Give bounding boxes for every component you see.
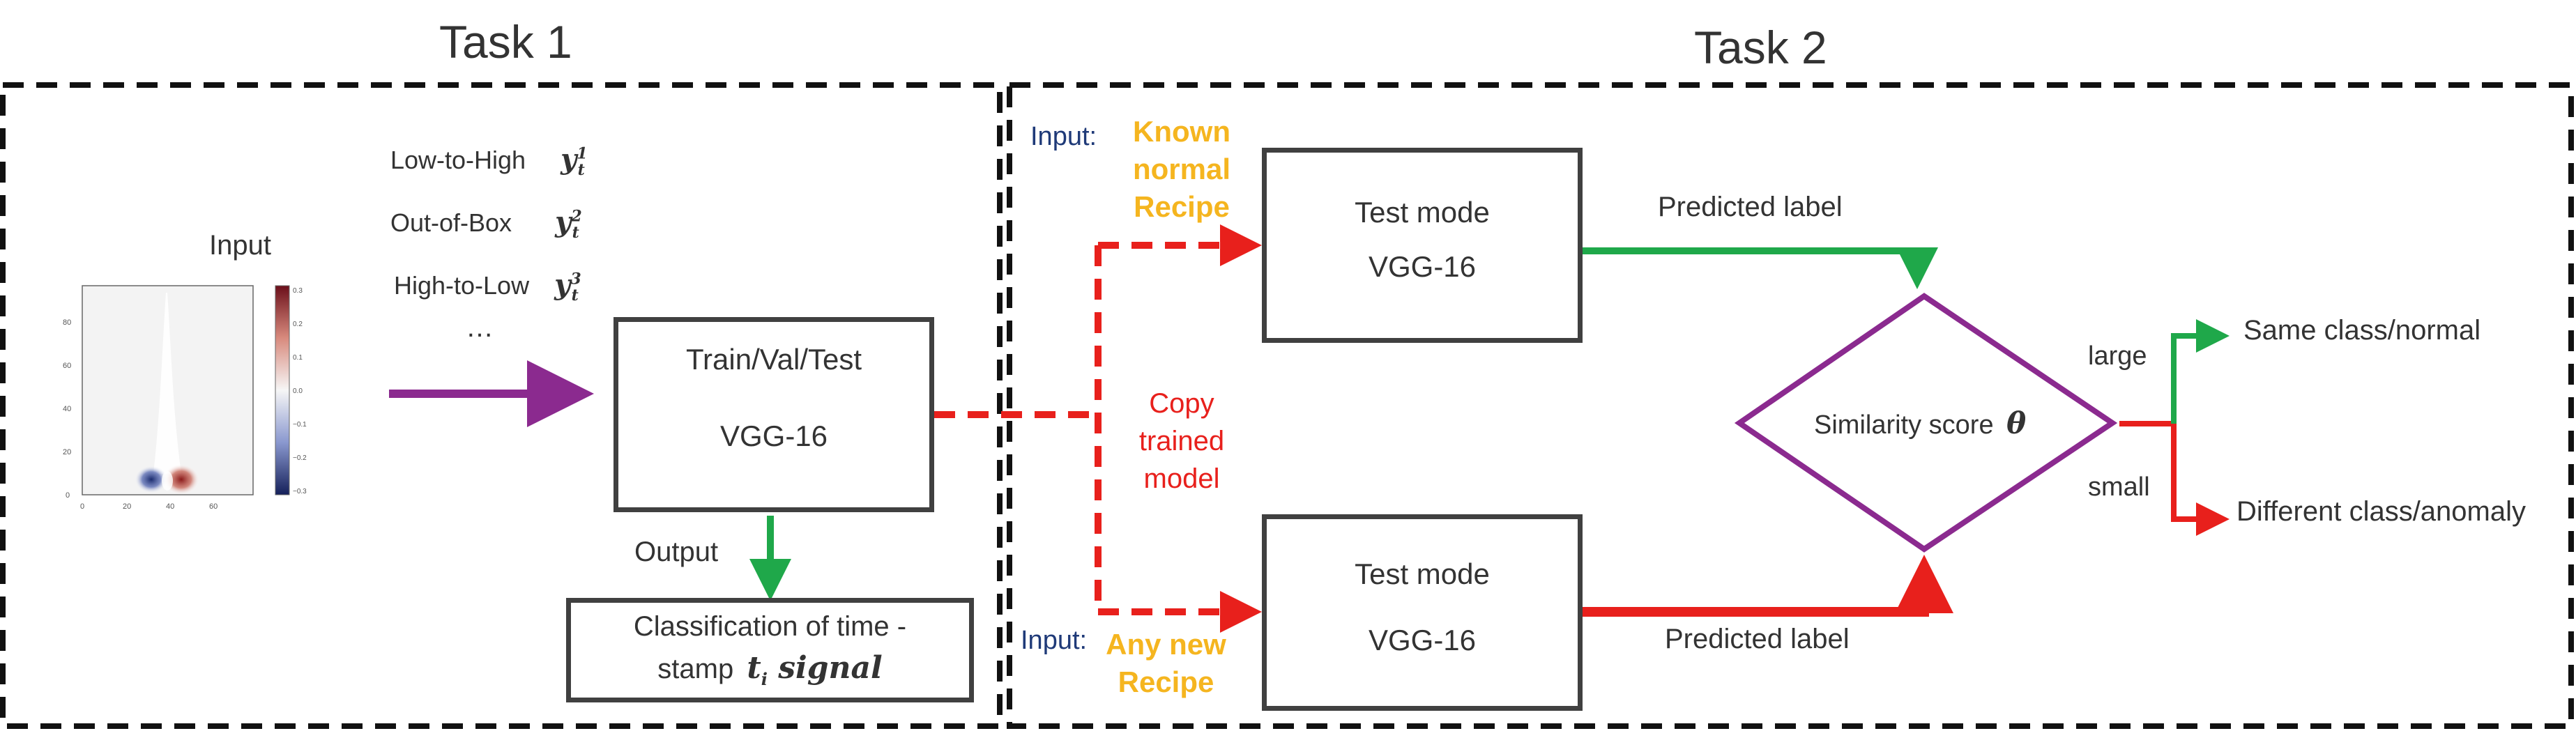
cbar-tick: −0.2 [293, 454, 307, 462]
train-box: Train/Val/Test VGG-16 [613, 317, 934, 512]
ellipsis: … [466, 312, 494, 343]
x-tick: 20 [123, 502, 131, 511]
class-name: High-to-Low [394, 271, 530, 300]
heatmap-panel: 0 20 40 60 80 0 20 40 60 0.3 0.2 0.1 0.0… [49, 272, 321, 523]
x-tick: 60 [209, 502, 218, 511]
train-box-line2: VGG-16 [719, 420, 828, 452]
y-tick: 0 [66, 491, 70, 500]
predicted-label-top: Predicted label [1658, 192, 1843, 222]
y-ticks: 0 20 40 60 80 [63, 318, 71, 500]
task2-frame [1007, 82, 2574, 729]
similarity-label: Similarity score θ [1814, 406, 2027, 440]
top-predicted-path [1583, 247, 1938, 289]
test-box-bottom-line2: VGG-16 [1368, 624, 1477, 656]
task2-title: Task 2 [1694, 22, 1827, 73]
colorbar-ticks: 0.3 0.2 0.1 0.0 −0.1 −0.2 −0.3 [293, 287, 307, 495]
different-class-label: Different class/anomaly [2236, 496, 2526, 527]
x-ticks: 0 20 40 60 [80, 502, 218, 511]
cbar-tick: −0.3 [293, 488, 307, 495]
bottom-predicted-path [1583, 555, 1953, 617]
y-tick: 60 [63, 362, 71, 370]
large-label: large [2088, 341, 2147, 371]
cbar-tick: 0.1 [293, 354, 303, 362]
input-label: Input [209, 230, 271, 261]
test-box-bottom: Test mode VGG-16 [1262, 514, 1583, 711]
heatmap-blue-blob [135, 465, 168, 493]
classification-line2: stamp ti signal [657, 650, 883, 689]
predicted-label-bottom: Predicted label [1665, 624, 1850, 654]
task1-frame [0, 82, 1003, 729]
similarity-diamond [1734, 293, 2118, 553]
classification-line1: Classification of time - [633, 611, 907, 642]
heatmap-streak [153, 293, 181, 474]
class-symbol: y3t [554, 268, 581, 305]
same-class-label: Same class/normal [2243, 315, 2481, 346]
input-prefix-bottom: Input: [1021, 626, 1088, 655]
class-name: Low-to-High [390, 146, 526, 174]
class-label-2: Out-of-Box y2t [390, 206, 582, 242]
cbar-tick: 0.3 [293, 287, 303, 295]
train-box-line1: Train/Val/Test [685, 343, 862, 376]
task1-title: Task 1 [439, 16, 572, 68]
test-box-top-line2: VGG-16 [1368, 250, 1477, 283]
test-box-top-line1: Test mode [1355, 196, 1490, 229]
known-recipe-label: Known normal Recipe [1132, 115, 1231, 223]
cbar-tick: 0.0 [293, 387, 303, 395]
test-box-top: Test mode VGG-16 [1262, 148, 1583, 343]
heatmap-red-blob [163, 464, 199, 495]
heatmap-svg: 0 20 40 60 80 0 20 40 60 0.3 0.2 0.1 0.0… [63, 285, 307, 511]
copy-model-label: Copy trained model [1138, 388, 1225, 494]
input-prefix-top: Input: [1030, 122, 1097, 151]
class-symbol: y2t [555, 206, 582, 242]
x-tick: 40 [166, 502, 174, 511]
y-tick: 80 [63, 318, 71, 327]
small-label: small [2088, 472, 2150, 502]
cbar-tick: −0.1 [293, 421, 307, 429]
cbar-tick: 0.2 [293, 321, 303, 328]
classification-box: Classification of time - stamp ti signal [566, 598, 974, 702]
class-label-3: High-to-Low y3t [394, 268, 581, 305]
test-box-bottom-line1: Test mode [1355, 557, 1490, 590]
class-label-1: Low-to-High y1t [390, 143, 588, 179]
large-branch [2171, 319, 2230, 424]
class-name: Out-of-Box [390, 208, 512, 237]
class-symbol: y1t [561, 143, 588, 179]
small-branch [2171, 424, 2230, 536]
y-tick: 40 [63, 405, 71, 413]
x-tick: 0 [80, 502, 84, 511]
y-tick: 20 [63, 448, 71, 456]
heatmap-colorbar [275, 285, 290, 495]
any-recipe-label: Any new Recipe [1106, 628, 1226, 698]
output-label: Output [634, 537, 719, 567]
